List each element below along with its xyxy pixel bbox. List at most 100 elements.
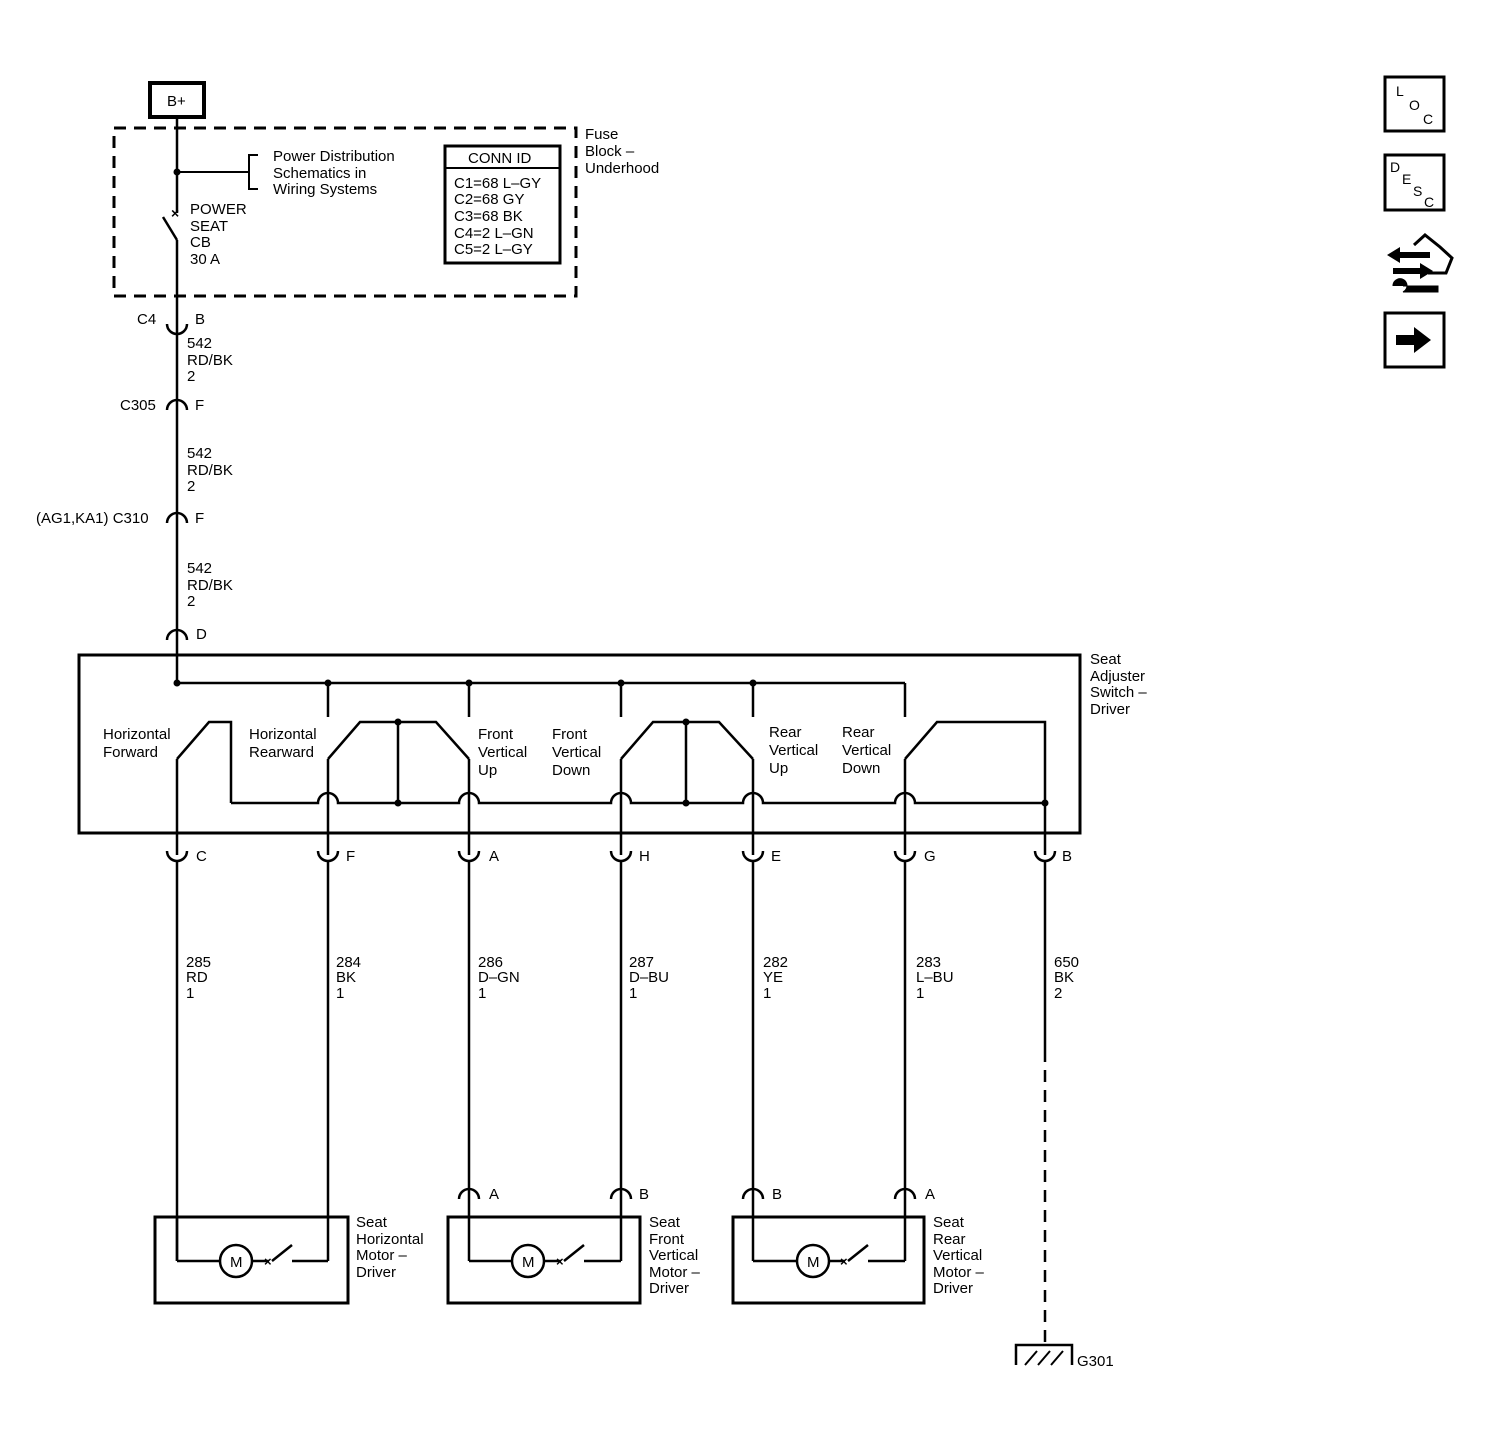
motor-front-vertical-label: Seat Front Vertical Motor – Driver xyxy=(649,1214,701,1297)
battery-source: B+ xyxy=(148,81,206,119)
svg-text:D: D xyxy=(196,626,207,643)
svg-text:Horizontal: Horizontal xyxy=(103,726,171,743)
svg-text:Front: Front xyxy=(649,1231,685,1248)
svg-text:B: B xyxy=(772,1186,782,1203)
svg-text:Front: Front xyxy=(552,726,588,743)
svg-text:Down: Down xyxy=(552,762,590,779)
svg-text:B: B xyxy=(639,1186,649,1203)
svg-text:30 A: 30 A xyxy=(190,251,220,268)
svg-text:Vertical: Vertical xyxy=(769,742,818,759)
svg-text:542: 542 xyxy=(187,335,212,352)
motor-horizontal-label: Seat Horizontal Motor – Driver xyxy=(356,1214,424,1281)
svg-text:B: B xyxy=(1062,848,1072,865)
svg-text:Down: Down xyxy=(842,760,880,777)
connector-c305: C305 F xyxy=(120,397,204,414)
switch-position-front-vertical-down: Front Vertical Down xyxy=(552,726,601,779)
svg-text:H: H xyxy=(639,848,650,865)
svg-text:RD/BK: RD/BK xyxy=(187,462,233,479)
svg-text:1: 1 xyxy=(629,985,637,1002)
svg-text:D–GN: D–GN xyxy=(478,969,520,986)
svg-text:RD/BK: RD/BK xyxy=(187,577,233,594)
svg-text:S: S xyxy=(1413,183,1422,199)
svg-text:RD: RD xyxy=(186,969,208,986)
svg-text:BK: BK xyxy=(336,969,356,986)
svg-text:Forward: Forward xyxy=(103,744,158,761)
svg-text:C: C xyxy=(1424,194,1434,210)
svg-text:L: L xyxy=(1396,83,1404,99)
svg-text:Horizontal: Horizontal xyxy=(249,726,317,743)
fuse-block-outline xyxy=(112,126,578,298)
svg-text:M: M xyxy=(522,1254,535,1271)
arrow-right-icon xyxy=(1396,327,1431,353)
wire-283: 283 L–BU 1 xyxy=(903,861,954,1189)
svg-text:×: × xyxy=(556,1254,564,1269)
svg-text:Horizontal: Horizontal xyxy=(356,1231,424,1248)
svg-text:Seat: Seat xyxy=(649,1214,681,1231)
next-page-icon[interactable] xyxy=(1383,311,1446,369)
fuse-block-title: Fuse Block – Underhood xyxy=(585,126,659,177)
svg-text:Vertical: Vertical xyxy=(933,1247,982,1264)
loc-icon[interactable]: L O C xyxy=(1383,75,1446,133)
svg-text:1: 1 xyxy=(916,985,924,1002)
svg-text:D–BU: D–BU xyxy=(629,969,669,986)
svg-text:287: 287 xyxy=(629,954,654,971)
svg-text:×: × xyxy=(264,1254,272,1269)
svg-text:L–BU: L–BU xyxy=(916,969,954,986)
switch-connector-b: B xyxy=(1033,848,1072,865)
svg-text:O: O xyxy=(1409,97,1420,113)
svg-text:C4: C4 xyxy=(137,311,156,328)
svg-text:2: 2 xyxy=(187,593,195,610)
switch-title: Seat Adjuster Switch – Driver xyxy=(1090,651,1147,718)
svg-text:1: 1 xyxy=(763,985,771,1002)
conn-id-table: CONN ID C1=68 L–GY C2=68 GY C3=68 BK C4=… xyxy=(443,144,562,265)
switch-connector-h: H xyxy=(609,848,650,865)
svg-text:Vertical: Vertical xyxy=(842,742,891,759)
svg-text:C1=68 L–GY: C1=68 L–GY xyxy=(454,175,541,192)
desc-icon[interactable]: D E S C xyxy=(1383,153,1446,212)
switch-position-horizontal-forward: Horizontal Forward xyxy=(103,726,171,761)
ground-label: G301 xyxy=(1077,1353,1114,1370)
battery-label: B+ xyxy=(167,93,186,110)
svg-text:Seat: Seat xyxy=(356,1214,388,1231)
svg-text:Rearward: Rearward xyxy=(249,744,314,761)
svg-text:650: 650 xyxy=(1054,954,1079,971)
svg-text:Driver: Driver xyxy=(356,1264,396,1281)
svg-text:Driver: Driver xyxy=(649,1280,689,1297)
svg-text:Driver: Driver xyxy=(933,1280,973,1297)
switch-connector-g: G xyxy=(893,848,936,865)
svg-text:F: F xyxy=(195,397,204,414)
wire-287: 287 D–BU 1 xyxy=(619,861,669,1189)
svg-text:Schematics in: Schematics in xyxy=(273,165,366,182)
svg-text:A: A xyxy=(489,1186,499,1203)
svg-text:2: 2 xyxy=(1054,985,1062,1002)
switch-position-rear-vertical-up: Rear Vertical Up xyxy=(769,724,818,777)
wire-286: 286 D–GN 1 xyxy=(467,861,520,1189)
motor-horizontal: M × xyxy=(153,1215,350,1305)
switch-power-bus xyxy=(173,655,907,717)
wire-label-542-b: 542 RD/BK 2 xyxy=(187,445,233,495)
connector-repair-icon[interactable] xyxy=(1387,233,1454,293)
breaker-label: POWER SEAT CB 30 A xyxy=(190,201,247,268)
switch-connector-f: F xyxy=(316,848,355,865)
connector-c4: C4 B xyxy=(137,311,205,336)
svg-text:E: E xyxy=(771,848,781,865)
svg-text:Switch –: Switch – xyxy=(1090,684,1147,701)
svg-text:Vertical: Vertical xyxy=(649,1247,698,1264)
power-distribution-note: Power Distribution Schematics in Wiring … xyxy=(273,148,395,198)
svg-text:CB: CB xyxy=(190,234,211,251)
svg-text:1: 1 xyxy=(336,985,344,1002)
svg-text:F: F xyxy=(346,848,355,865)
svg-text:(AG1,KA1) C310: (AG1,KA1) C310 xyxy=(36,510,149,527)
svg-text:G: G xyxy=(924,848,936,865)
svg-text:Driver: Driver xyxy=(1090,701,1130,718)
svg-text:1: 1 xyxy=(186,985,194,1002)
svg-text:Motor –: Motor – xyxy=(933,1264,985,1281)
svg-text:Rear: Rear xyxy=(933,1231,966,1248)
svg-text:2: 2 xyxy=(187,368,195,385)
wire-label-542-c: 542 RD/BK 2 xyxy=(187,560,233,610)
svg-text:Motor –: Motor – xyxy=(649,1264,701,1281)
svg-text:2: 2 xyxy=(187,478,195,495)
wire-282: 282 YE 1 xyxy=(751,861,788,1189)
front-vertical-switch xyxy=(620,718,754,803)
svg-text:Wiring Systems: Wiring Systems xyxy=(273,181,377,198)
